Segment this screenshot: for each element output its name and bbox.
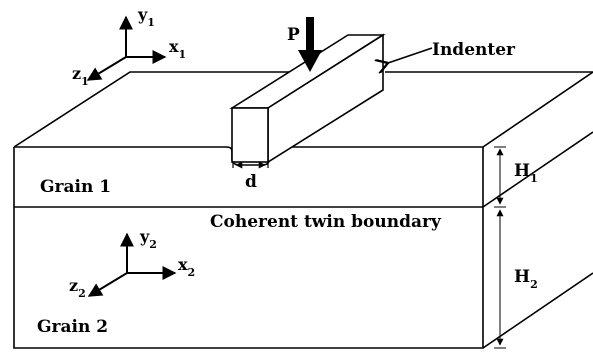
grain2-label: Grain 2: [37, 317, 108, 337]
axis-y1-label: y1: [137, 5, 155, 29]
force-label: P: [287, 25, 300, 45]
right-top-edge: [482, 71, 593, 148]
axes-top: [86, 15, 167, 81]
grain1-label: Grain 1: [40, 177, 111, 197]
indenter-pointer: [388, 47, 433, 63]
width-label: d: [245, 172, 257, 192]
axis-x1-label: x1: [169, 37, 186, 61]
top-face-edge: [13, 71, 593, 148]
axis-z1-label: z1: [72, 64, 89, 88]
indenter: [229, 33, 386, 164]
front-face: [13, 147, 484, 349]
axis-x2-label: x2: [178, 255, 195, 279]
force-arrow: [298, 17, 322, 72]
h1-label: H1: [514, 161, 538, 185]
axis-y2-label: y2: [139, 227, 157, 251]
h2-label: H2: [514, 267, 538, 291]
axis-z2-label: z2: [69, 276, 86, 300]
height-dimensions: [494, 146, 506, 349]
width-indicator: [232, 161, 269, 169]
boundary-label: Coherent twin boundary: [210, 212, 442, 232]
axis-z1: [86, 56, 127, 81]
indenter-label: Indenter: [432, 40, 516, 60]
axes-bottom: [87, 232, 177, 297]
axis-z2: [87, 272, 128, 297]
